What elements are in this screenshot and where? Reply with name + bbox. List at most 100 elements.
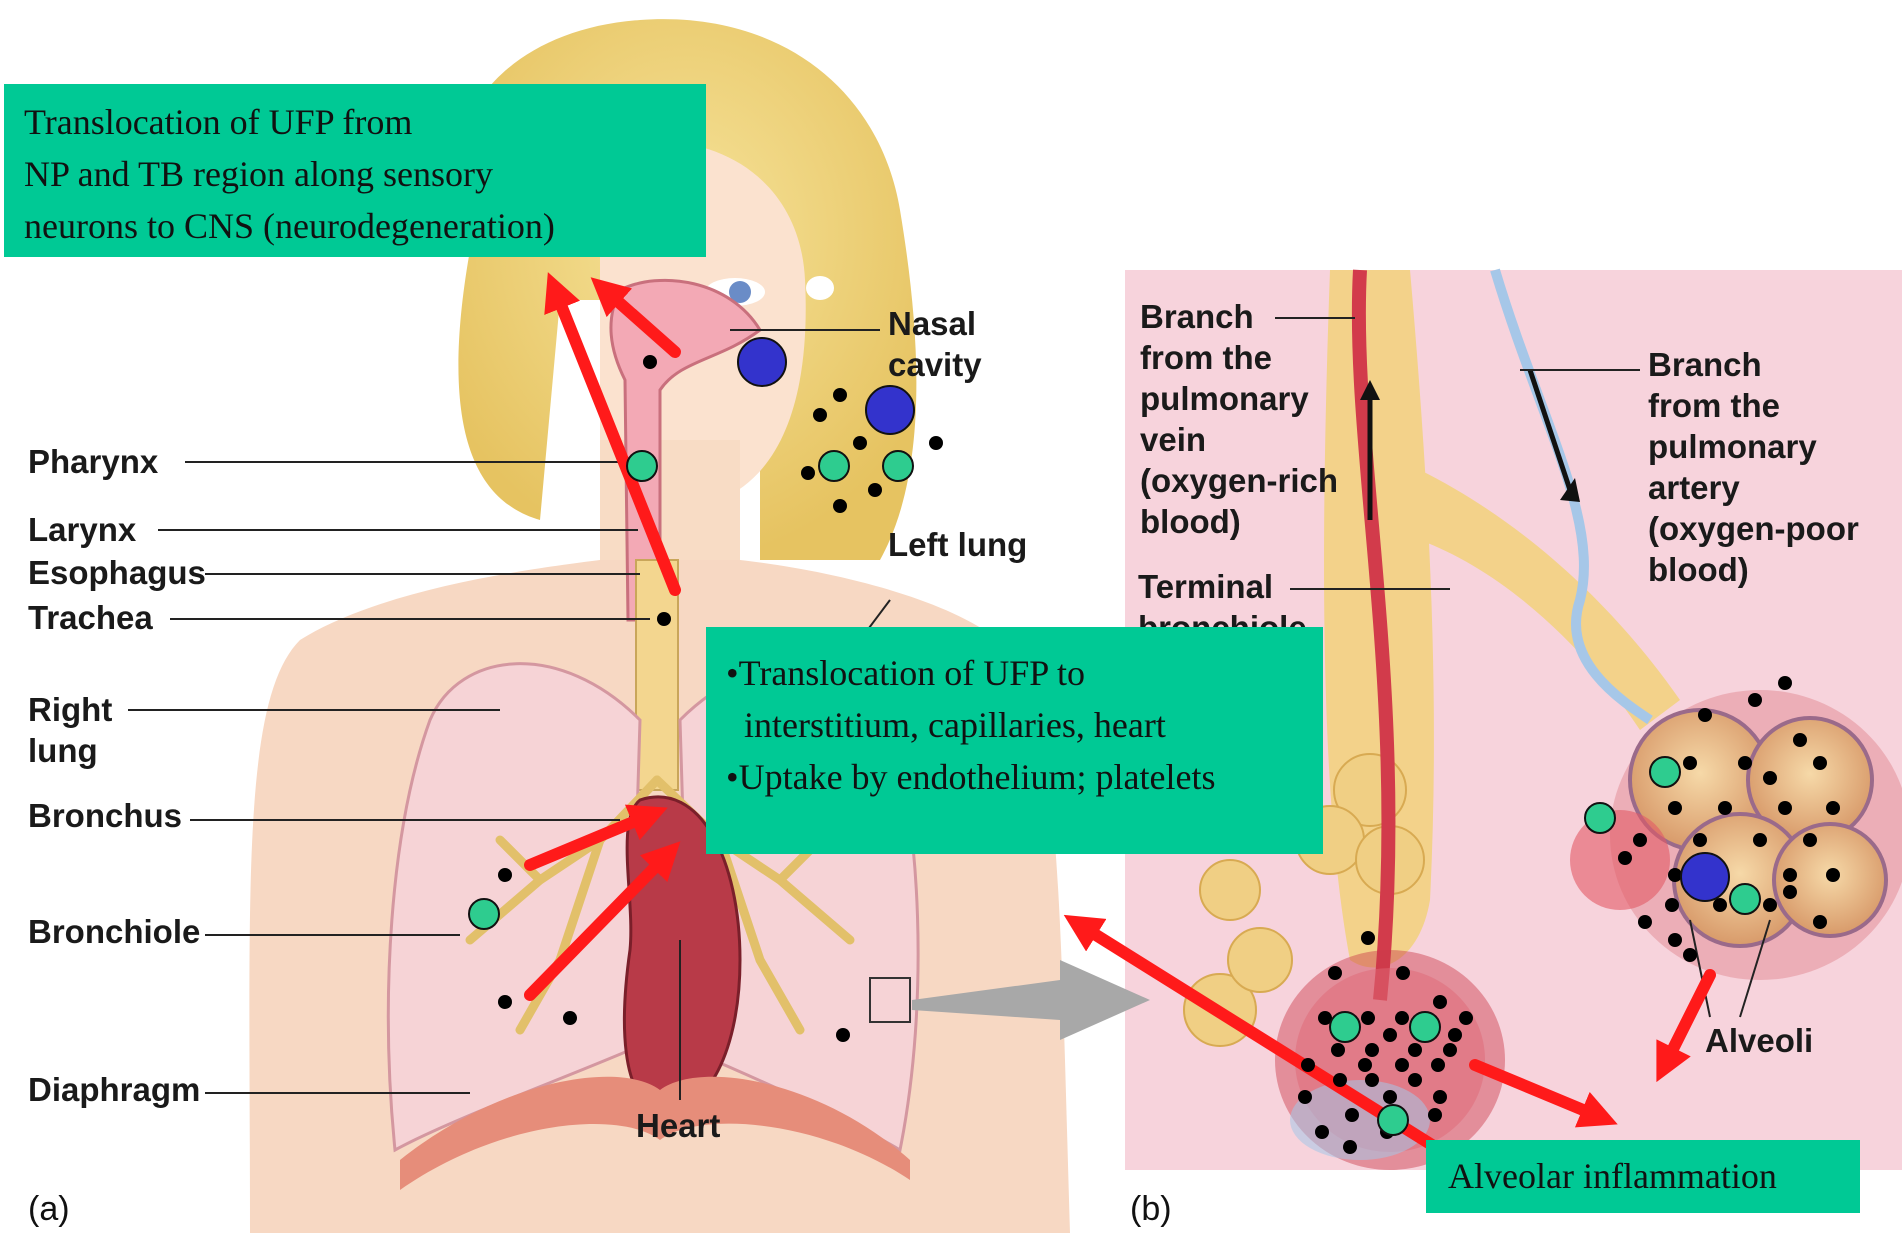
small-particle [1783, 868, 1797, 882]
small-particle [1365, 1043, 1379, 1057]
medium-particle [1730, 884, 1760, 914]
small-particle [1813, 915, 1827, 929]
label-terminal-bronchiole: Terminal bronchiole [1138, 566, 1307, 630]
small-particle [1315, 1125, 1329, 1139]
small-particle [1826, 801, 1840, 815]
callout-cardiovascular-translocation: •Translocation of UFP to interstitium, c… [706, 627, 1323, 854]
label-esophagus: Esophagus [28, 552, 206, 593]
small-particle [1408, 1073, 1422, 1087]
small-particle [1395, 1011, 1409, 1025]
small-particle [1665, 898, 1679, 912]
small-particle [1361, 931, 1375, 945]
small-particle [1396, 966, 1410, 980]
small-particle [853, 436, 867, 450]
callout-line-1: •Translocation of UFP to [726, 647, 1323, 699]
label-heart: Heart [636, 1105, 720, 1146]
label-nasal-cavity: Nasal cavity [888, 303, 982, 385]
small-particle [1763, 771, 1777, 785]
small-particle [1668, 868, 1682, 882]
label-pulmonary-vein: Branch from the pulmonary vein (oxygen-r… [1140, 296, 1338, 542]
small-particle [1748, 693, 1762, 707]
callout-line-2: NP and TB region along sensory [24, 148, 706, 200]
small-particle [813, 408, 827, 422]
small-particle [1345, 1108, 1359, 1122]
small-particle [1638, 915, 1652, 929]
small-particle [1793, 733, 1807, 747]
label-left-lung: Left lung [888, 524, 1027, 565]
large-particle [1681, 853, 1729, 901]
medium-particle [469, 899, 499, 929]
small-particle [833, 499, 847, 513]
small-particle [1448, 1028, 1462, 1042]
medium-particle [627, 451, 657, 481]
small-particle [1783, 885, 1797, 899]
small-particle [1693, 833, 1707, 847]
callout-text: Alveolar inflammation [1448, 1150, 1860, 1202]
callout-line-2: interstitium, capillaries, heart [726, 699, 1323, 751]
small-particle [643, 355, 657, 369]
medium-particle [1585, 803, 1615, 833]
small-particle [836, 1028, 850, 1042]
small-particle [1683, 756, 1697, 770]
small-particle [1431, 1058, 1445, 1072]
callout-line-3: •Uptake by endothelium; platelets [726, 751, 1323, 803]
small-particle [1718, 801, 1732, 815]
label-pharynx: Pharynx [28, 441, 158, 482]
small-particle [1331, 1043, 1345, 1057]
label-right-lung: Right lung [28, 689, 112, 771]
label-diaphragm: Diaphragm [28, 1069, 200, 1110]
medium-particle [1410, 1012, 1440, 1042]
small-particle [1383, 1028, 1397, 1042]
small-particle [1713, 898, 1727, 912]
small-particle [1618, 851, 1632, 865]
small-particle [1683, 948, 1697, 962]
small-particle [1778, 676, 1792, 690]
small-particle [868, 483, 882, 497]
callout-neuronal-translocation: Translocation of UFP from NP and TB regi… [4, 84, 706, 257]
small-particle [1633, 833, 1647, 847]
small-particle [1301, 1058, 1315, 1072]
callout-line-3: neurons to CNS (neurodegeneration) [24, 200, 706, 252]
small-particle [1298, 1090, 1312, 1104]
small-particle [1408, 1043, 1422, 1057]
small-particle [1668, 933, 1682, 947]
small-particle [1459, 1011, 1473, 1025]
large-particle [738, 338, 786, 386]
medium-particle [1378, 1105, 1408, 1135]
small-particle [1333, 1073, 1347, 1087]
label-pulmonary-artery: Branch from the pulmonary artery (oxygen… [1648, 344, 1859, 590]
label-bronchiole: Bronchiole [28, 911, 200, 952]
small-particle [1443, 1043, 1457, 1057]
small-particle [1778, 801, 1792, 815]
eye-right [806, 276, 834, 300]
small-particle [1433, 1090, 1447, 1104]
label-alveoli: Alveoli [1705, 1020, 1813, 1061]
small-particle [1383, 1090, 1397, 1104]
medium-particle [1650, 757, 1680, 787]
callout-alveolar-inflammation: Alveolar inflammation [1426, 1140, 1860, 1213]
small-particle [1763, 898, 1777, 912]
small-particle [1698, 708, 1712, 722]
label-larynx: Larynx [28, 509, 136, 550]
panel-label-a: (a) [28, 1190, 70, 1229]
small-particle [833, 388, 847, 402]
small-particle [1395, 1058, 1409, 1072]
label-bronchus: Bronchus [28, 795, 182, 836]
small-particle [1738, 756, 1752, 770]
label-trachea: Trachea [28, 597, 153, 638]
small-particle [1753, 833, 1767, 847]
small-particle [1433, 995, 1447, 1009]
medium-particle [819, 451, 849, 481]
medium-particle [883, 451, 913, 481]
medium-particle [1330, 1012, 1360, 1042]
small-particle [1343, 1140, 1357, 1154]
small-particle [1328, 966, 1342, 980]
large-particle [866, 386, 914, 434]
small-particle [1358, 1058, 1372, 1072]
callout-line-1: Translocation of UFP from [24, 96, 706, 148]
small-particle [1813, 756, 1827, 770]
small-particle [1668, 801, 1682, 815]
small-particle [1803, 833, 1817, 847]
small-particle [498, 868, 512, 882]
small-particle [1361, 1011, 1375, 1025]
